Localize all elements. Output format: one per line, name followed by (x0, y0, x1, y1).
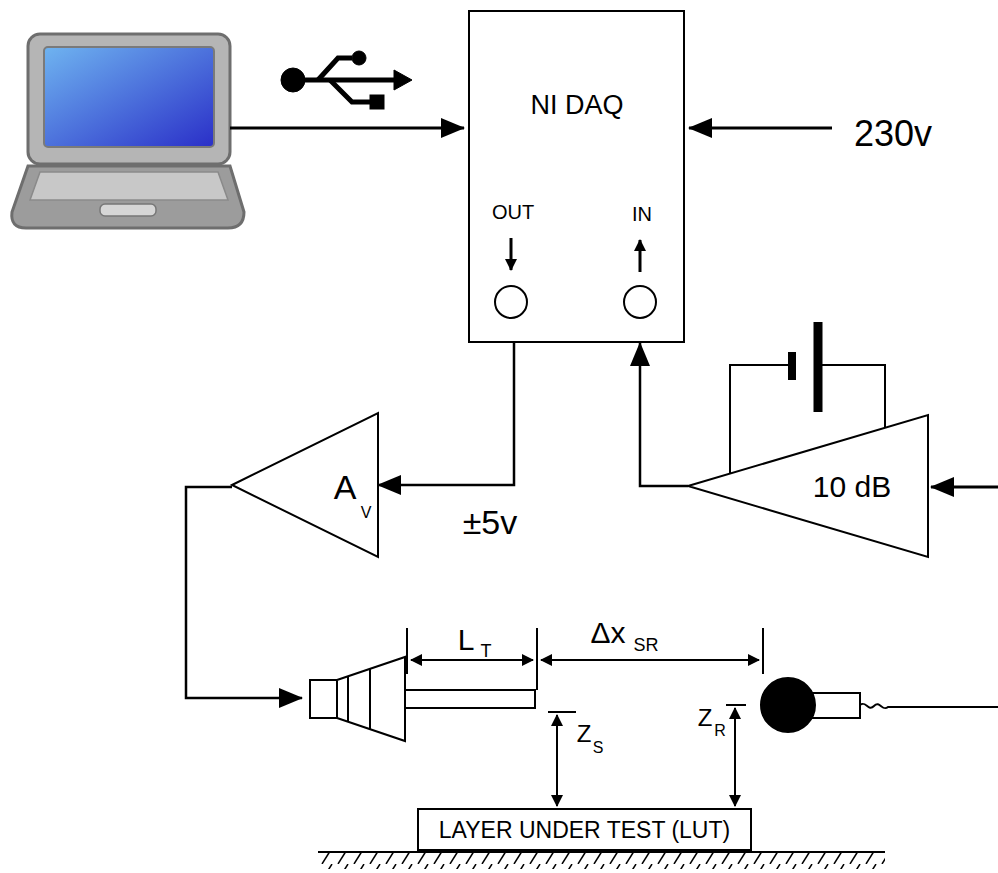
dimension-symbol: Z (577, 722, 592, 746)
daq-ports (495, 238, 656, 318)
usb-cable (230, 127, 464, 130)
layer-label: LAYER UNDER TEST (LUT) (439, 818, 730, 841)
gain-symbol: A (334, 470, 357, 504)
dimension-symbol: Δx (590, 618, 625, 648)
laptop-icon (12, 34, 244, 228)
gain-label: 10 dB (813, 472, 891, 502)
preamp-triangle: 10 dB (688, 415, 928, 557)
dimension-symbol: Z (698, 706, 713, 730)
amplifier-triangle: AV (232, 413, 378, 557)
port-label: IN (632, 204, 652, 224)
triangle-outline (688, 415, 928, 557)
power-arrow (689, 127, 832, 130)
dimension-subscript: SR (633, 636, 658, 654)
dimension-subscript: T (481, 642, 492, 660)
speaker-symbol (310, 657, 535, 741)
supply-voltage: 230v (854, 116, 932, 152)
daq-box: NI DAQ OUT IN (468, 10, 685, 343)
dimension-symbol: L (458, 625, 475, 655)
microphone-symbol (761, 678, 998, 732)
layer-box: LAYER UNDER TEST (LUT) (417, 808, 752, 851)
signal-connector (640, 343, 688, 486)
speaker-wire (186, 487, 302, 698)
gain-subscript: V (361, 505, 372, 521)
usb-symbol (281, 51, 412, 109)
device-name: NI DAQ (530, 92, 623, 119)
dimension-subscript: R (714, 723, 726, 739)
ground-hatching (318, 852, 885, 869)
dimension-subscript: S (593, 740, 604, 756)
port-label: OUT (492, 202, 534, 222)
signal-connector (378, 343, 514, 485)
mic-input-arrow (931, 486, 998, 489)
signal-range: ±5v (463, 505, 518, 539)
